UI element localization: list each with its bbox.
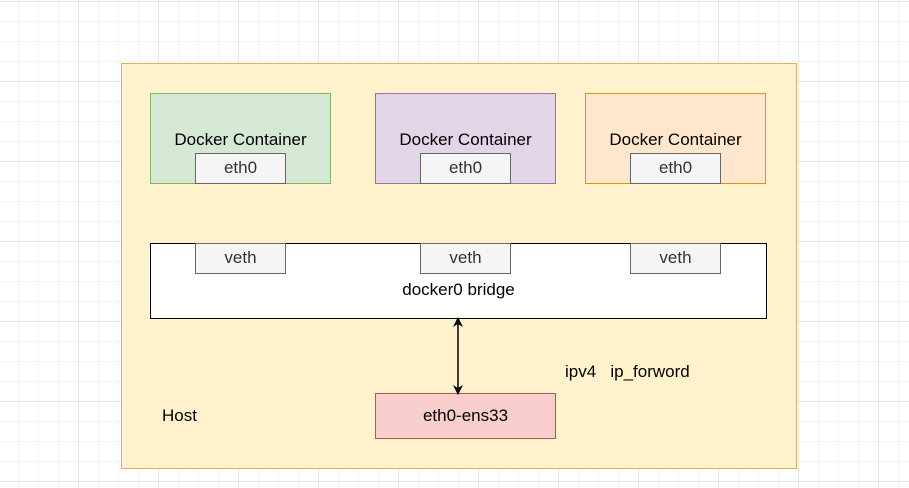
host-label: Host — [162, 406, 197, 425]
container-1-eth0[interactable]: eth0 — [195, 153, 286, 184]
bridge-veth-1[interactable]: veth — [195, 243, 286, 274]
docker-container-3-label: Docker Container — [609, 130, 742, 149]
ip-forward-annotation: ipv4 ip_forword — [565, 362, 690, 381]
bridge-veth-3[interactable]: veth — [630, 243, 721, 274]
container-3-eth0[interactable]: eth0 — [630, 153, 721, 184]
docker0-bridge-label: docker0 bridge — [402, 280, 515, 299]
bridge-veth-2[interactable]: veth — [420, 243, 511, 274]
host-nic-eth0-ens33[interactable]: eth0-ens33 — [375, 393, 556, 439]
container-2-eth0[interactable]: eth0 — [420, 153, 511, 184]
docker-container-2-label: Docker Container — [399, 130, 532, 149]
docker-container-1-label: Docker Container — [174, 130, 307, 149]
